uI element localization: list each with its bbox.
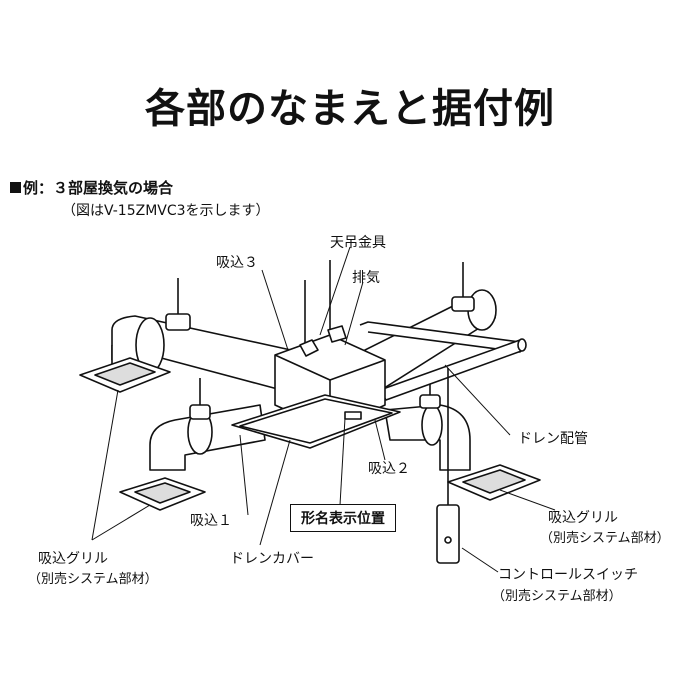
intake-grille-right — [447, 464, 541, 501]
duct-intake1 — [149, 404, 266, 471]
example-heading: 例：３部屋換気の場合 — [10, 177, 173, 198]
label-intake-grille-right: 吸込グリル — [548, 510, 618, 526]
intake-grille-left-bottom — [119, 477, 206, 511]
drain-cover-plate — [231, 394, 401, 449]
label-drain-pipe: ドレン配管 — [518, 431, 588, 447]
leader-lines — [91, 246, 556, 573]
label-ceiling-hanger: 天吊金具 — [330, 235, 386, 251]
label-intake-grille-right-note: （別売システム部材） — [540, 531, 670, 546]
label-intake2: 吸込２ — [368, 461, 410, 477]
label-control-switch-note: （別売システム部材） — [492, 589, 622, 604]
label-intake1: 吸込１ — [190, 513, 232, 529]
intake-grille-left-top — [79, 357, 171, 393]
label-drain-cover: ドレンカバー — [230, 551, 314, 567]
square-bullet-icon — [10, 182, 21, 193]
label-intake-grille-left: 吸込グリル — [38, 551, 108, 567]
label-model-position: 形名表示位置 — [290, 504, 396, 532]
example-note: （図はV-15ZMVC3を示します） — [62, 203, 270, 219]
control-switch — [436, 368, 460, 564]
label-intake-grille-left-note: （別売システム部材） — [28, 572, 158, 587]
label-intake3: 吸込３ — [216, 255, 258, 271]
label-exhaust: 排気 — [352, 270, 380, 286]
page-title: 各部のなまえと据付例 — [145, 86, 555, 132]
example-heading-text: 例：３部屋換気の場合 — [23, 179, 174, 197]
label-control-switch: コントロールスイッチ — [498, 567, 638, 583]
